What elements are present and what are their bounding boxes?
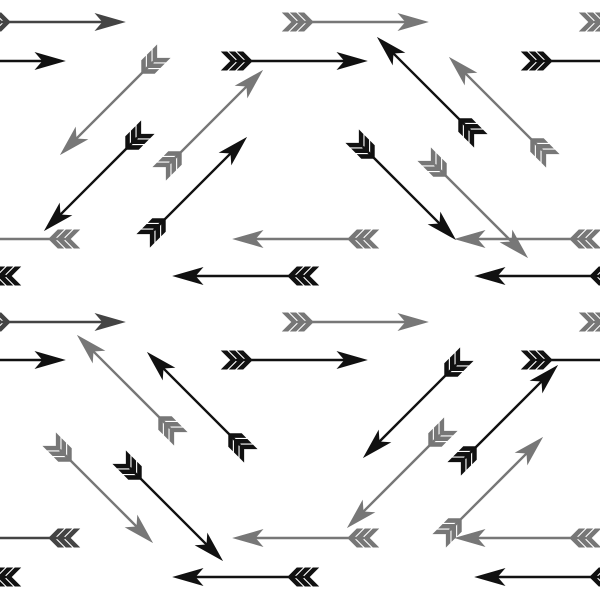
arrow-icon xyxy=(356,347,474,465)
arrow-icon xyxy=(220,349,368,371)
arrow-icon xyxy=(0,50,66,72)
arrow-icon xyxy=(474,566,600,588)
arrow-icon xyxy=(70,328,188,446)
arrow-icon xyxy=(474,265,600,287)
arrow-icon xyxy=(417,147,535,265)
arrow-icon xyxy=(432,430,550,548)
arrow-icon xyxy=(520,50,600,72)
arrow-icon xyxy=(232,228,380,250)
arrow-icon xyxy=(172,566,320,588)
arrow-icon xyxy=(37,120,155,238)
arrow-icon xyxy=(340,417,458,535)
arrows-layer xyxy=(0,11,600,588)
arrow-icon xyxy=(0,566,22,588)
arrow-icon xyxy=(447,358,565,476)
arrow-icon xyxy=(454,228,600,250)
arrow-icon xyxy=(53,44,171,162)
arrow-icon xyxy=(172,265,320,287)
arrow-icon xyxy=(152,63,270,181)
arrow-icon xyxy=(520,349,600,371)
arrow-icon xyxy=(0,265,22,287)
arrow-icon xyxy=(136,130,254,248)
arrow-icon xyxy=(281,311,429,333)
arrow-icon xyxy=(281,11,429,33)
arrow-icon xyxy=(112,450,230,568)
arrow-icon xyxy=(0,311,126,333)
arrow-icon xyxy=(0,349,66,371)
arrow-icon xyxy=(0,11,126,33)
arrow-icon xyxy=(370,30,488,148)
arrow-icon xyxy=(0,527,81,549)
arrow-icon xyxy=(345,129,463,247)
arrow-icon xyxy=(232,527,380,549)
arrow-icon xyxy=(220,50,368,72)
arrow-icon xyxy=(578,311,600,333)
arrow-icon xyxy=(0,228,81,250)
arrow-icon xyxy=(454,527,600,549)
arrow-icon xyxy=(578,11,600,33)
